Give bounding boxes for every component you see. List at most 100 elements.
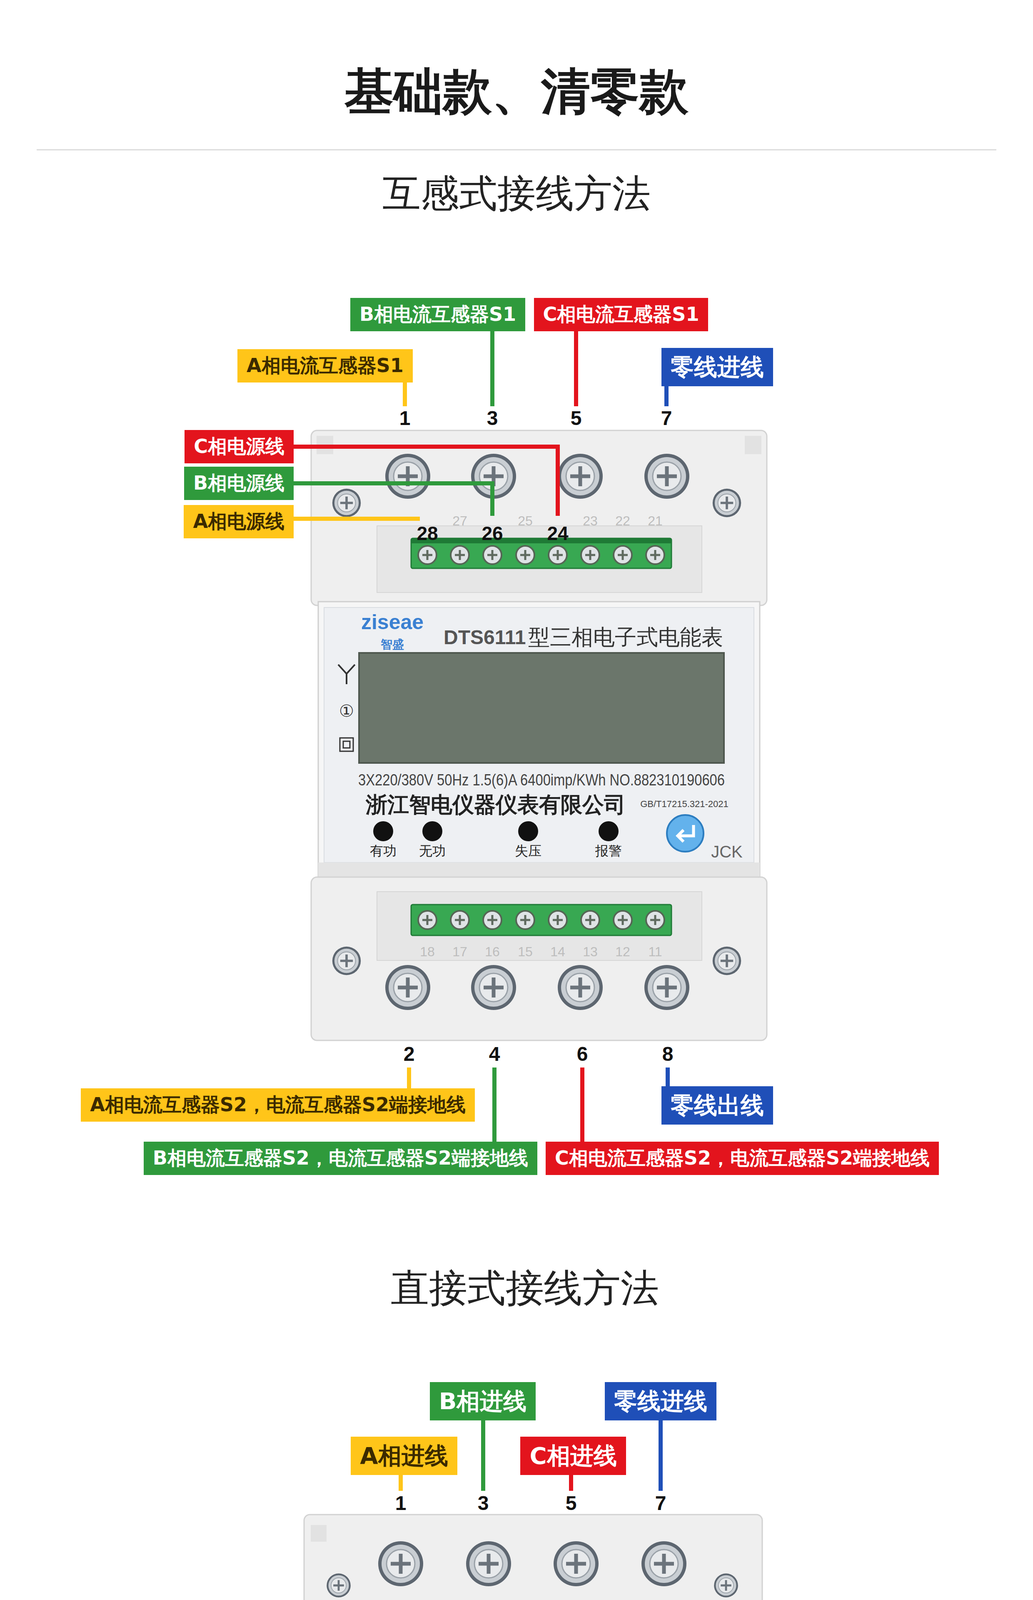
terminal-number: 7 [661,406,673,430]
manufacturer-name: 浙江智电仪器仪表有限公司 [365,792,626,818]
terminal-screw [450,910,470,929]
callout-box: B相进线 [429,1381,537,1420]
terminal-screw [548,910,567,929]
callout-box: 零线进线 [604,1381,717,1420]
leader-lines [287,324,668,1491]
faint-terminal-number: 22 [615,513,631,529]
terminal-number: 26 [481,522,503,545]
insulation-symbol [339,737,354,752]
terminal-screw [581,545,600,564]
terminal-screw [646,545,665,564]
terminal-screw [418,545,437,564]
indicator-label: 无功 [419,843,446,859]
front-panel [318,601,760,877]
terminal-number: 5 [570,406,582,430]
brand-name: 智盛 [380,637,405,652]
callout-text: C相电流互感器S2，电流互感器S2端接地线 [554,1146,930,1170]
callout-box: C相电流互感器S1 [533,297,709,331]
terminal-number: 1 [399,406,411,430]
terminal-screw-large [641,1540,687,1586]
terminal-number: 2 [403,1042,415,1066]
terminal-screw-large [644,453,690,499]
callout-box: A相电流互感器S2，电流互感器S2端接地线 [80,1087,475,1121]
terminal-screw [581,910,600,929]
terminal-screw [450,545,470,564]
callout-text: 零线进线 [613,1386,708,1415]
terminal-screw-large [385,964,431,1010]
meter-mark: JCK [711,841,743,861]
callout-box: B相电流互感器S1 [350,297,526,331]
terminal-screw-large [557,453,603,499]
terminal-screw [483,910,502,929]
callout-text: 零线出线 [670,1090,764,1119]
terminal-screw-large [466,1540,512,1586]
callout-box: B相电源线 [184,466,294,500]
terminal-number: 3 [486,406,499,430]
indicator-label: 失压 [514,843,542,859]
terminal-number: 6 [576,1042,589,1066]
terminal-number: 3 [477,1491,490,1515]
terminal-screw [646,910,665,929]
callout-box: A相电源线 [183,504,294,538]
leader-line [481,1412,486,1491]
terminal-screw [483,545,502,564]
side-screw [713,1572,739,1597]
brand-logo: ziseae [361,610,424,635]
leader-line [580,1067,585,1150]
callout-text: 零线进线 [670,352,764,381]
lower-housing [311,876,767,1041]
standard-number: GB/T17215.321-2021 [640,798,729,809]
indicator-label: 报警 [595,843,622,859]
terminal-number: 8 [662,1042,674,1066]
terminal-number: 24 [546,522,569,545]
terminal-screw-large [385,453,431,499]
callout-box: 零线进线 [661,347,774,386]
faint-terminal-number: 13 [582,943,598,960]
callout-box: C相电流互感器S2，电流互感器S2端接地线 [545,1141,939,1175]
terminal-screw-large [378,1540,424,1586]
leader-line [287,516,420,521]
callout-text: B相电流互感器S1 [359,302,517,326]
enter-button [666,814,704,852]
faint-terminal-number: 18 [419,943,435,960]
indicator-label: 有功 [369,843,397,859]
terminal-screw [418,910,437,929]
housing-tab [310,1524,327,1542]
callout-box: B相电流互感器S2，电流互感器S2端接地线 [143,1141,538,1175]
divider-rule [36,149,997,151]
section-heading: 互感式接线方法 [382,171,651,216]
faint-terminal-number: 25 [517,513,533,529]
callout-text: A相电源线 [192,509,285,533]
terminal-screw [516,910,535,929]
green-terminal-block [411,538,672,569]
side-screw [712,946,742,975]
terminal-screw [548,545,567,564]
green-terminal-block [411,904,672,936]
insulation-symbol [343,741,350,748]
panel-bottom-strip [318,862,760,877]
callout-text: C相进线 [529,1441,617,1470]
nameplate [324,607,754,863]
indicator-led [373,820,394,841]
side-screw [332,488,361,517]
callout-text: C相电源线 [193,434,285,458]
faint-terminal-number: 17 [452,943,468,960]
terminal-screw-large [471,964,517,1010]
terminal-screw-large [557,964,603,1010]
indicator-led [598,820,619,841]
leader-line [492,1067,497,1150]
model-number: DTS6111 [443,625,526,649]
faint-terminal-number: 27 [452,513,468,529]
rating-line: 3X220/380V 50Hz 1.5(6)A 6400imp/KWh NO.8… [358,771,725,790]
product-name: 型三相电子式电能表 [528,624,724,650]
terminal-screw [613,545,632,564]
terminal-number: 1 [395,1491,407,1515]
terminal-screw [516,545,535,564]
terminal-block-edge [411,538,672,544]
faint-terminal-number: 14 [550,943,566,960]
side-screw [326,1572,351,1597]
faint-terminal-number: 21 [647,513,663,529]
section-heading: 直接式接线方法 [390,1265,659,1310]
lcd-screen [359,652,724,763]
